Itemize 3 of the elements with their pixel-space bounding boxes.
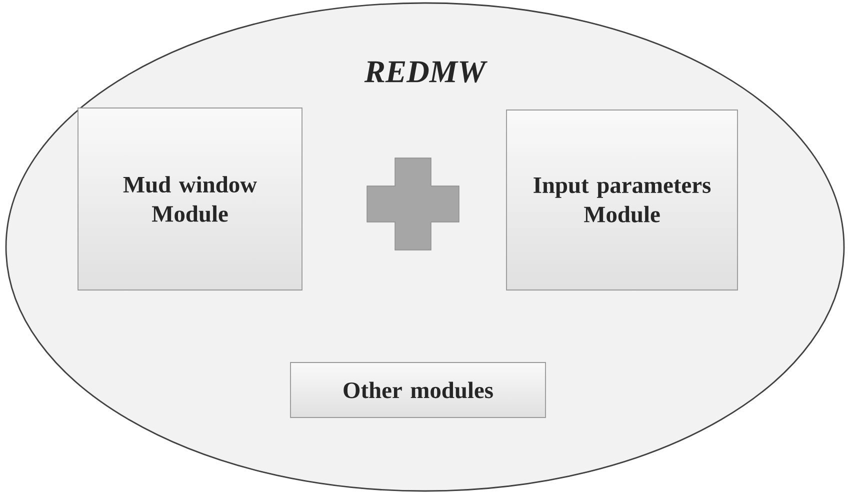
module-box: Input parameters Module — [506, 110, 738, 290]
module-box: Other modules — [290, 362, 546, 418]
module-box: Mud window Module — [78, 108, 302, 290]
